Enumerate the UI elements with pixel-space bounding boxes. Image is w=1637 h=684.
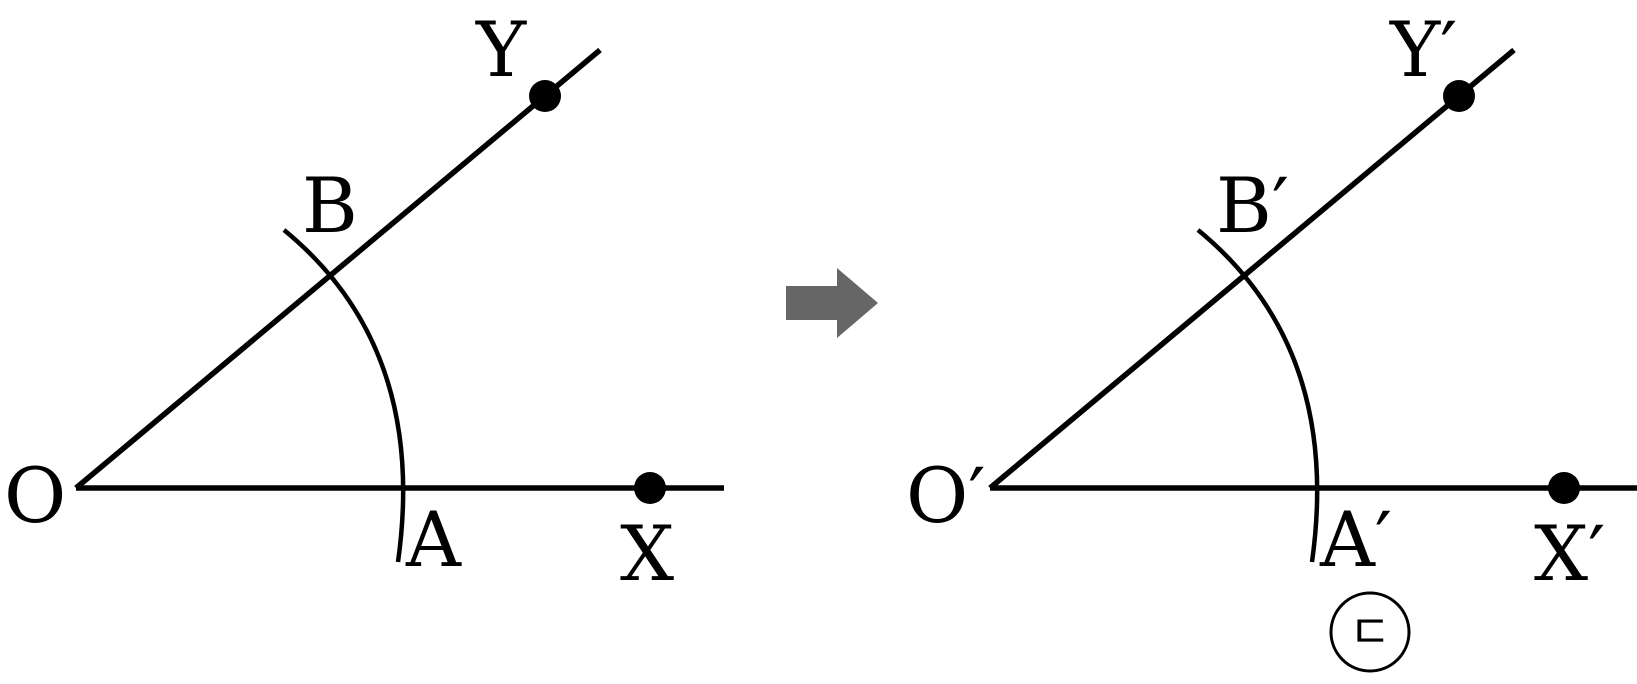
step-marker-label: ㄷ [1349, 605, 1391, 659]
right-arm-y-label: Y′ [1389, 5, 1457, 94]
left-point-y-dot [529, 80, 561, 112]
left-vertex-label: O [4, 451, 66, 540]
left-ray-oy [74, 47, 602, 491]
right-vertex-label: O′ [906, 451, 986, 540]
right-point-y-dot [1443, 80, 1475, 112]
left-arm-x-label: X [620, 509, 674, 598]
right-point-x-dot [1548, 472, 1580, 504]
right-figure: O′ X′ Y′ A′ B′ ㄷ [906, 5, 1637, 673]
right-arc-point-y-label: B′ [1216, 161, 1289, 250]
left-arc-point-x-label: A [405, 495, 462, 584]
right-arc-point-x-label: A′ [1319, 495, 1392, 584]
right-compass-arc [1196, 228, 1320, 563]
left-point-x-dot [634, 472, 666, 504]
left-arc-point-y-label: B [302, 161, 358, 250]
right-arm-x-label: X′ [1534, 509, 1605, 598]
left-compass-arc [282, 228, 406, 563]
right-ray-oy [988, 47, 1516, 491]
left-arm-y-label: Y [475, 5, 527, 94]
right-arrow-icon [786, 268, 878, 338]
left-figure: O X Y A B [4, 5, 724, 598]
step-marker-circle [1329, 591, 1411, 673]
